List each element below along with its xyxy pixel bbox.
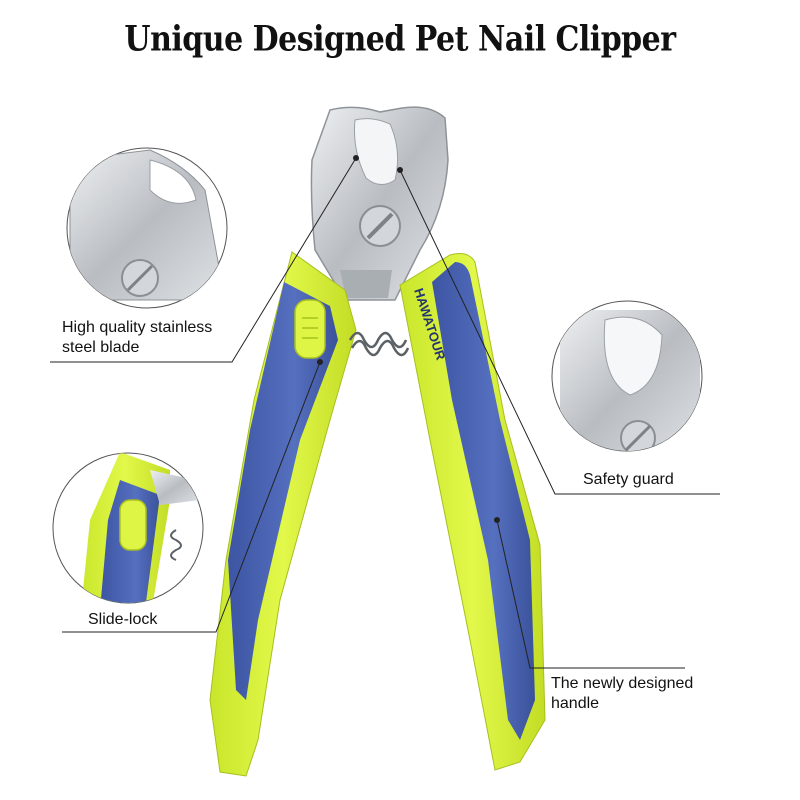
blade-closeup-callout: [66, 147, 228, 309]
leader-lines: [50, 155, 720, 669]
safety-guard-closeup-callout: [551, 300, 703, 452]
pivot-screw-icon: [359, 205, 401, 247]
blade-label-line1: High quality stainless: [62, 319, 213, 336]
blade-label: High quality stainless steel blade: [62, 318, 212, 358]
right-handle: [399, 253, 546, 771]
page-title: Unique Designed Pet Nail Clipper: [124, 19, 676, 60]
blade-label-line2: steel blade: [62, 339, 140, 356]
slide-lock-closeup-callout: [52, 452, 204, 604]
handle-label: The newly designed handle: [551, 674, 693, 714]
handle-label-line2: handle: [551, 695, 600, 712]
spring-icon: [348, 331, 410, 357]
slide-lock-label: Slide-lock: [88, 611, 158, 628]
handle-label-line1: The newly designed: [551, 675, 694, 692]
safety-guard-label: Safety guard: [583, 471, 674, 488]
slide-lock-button: [294, 299, 326, 359]
left-handle: [209, 251, 357, 777]
steel-blade: [310, 106, 449, 301]
